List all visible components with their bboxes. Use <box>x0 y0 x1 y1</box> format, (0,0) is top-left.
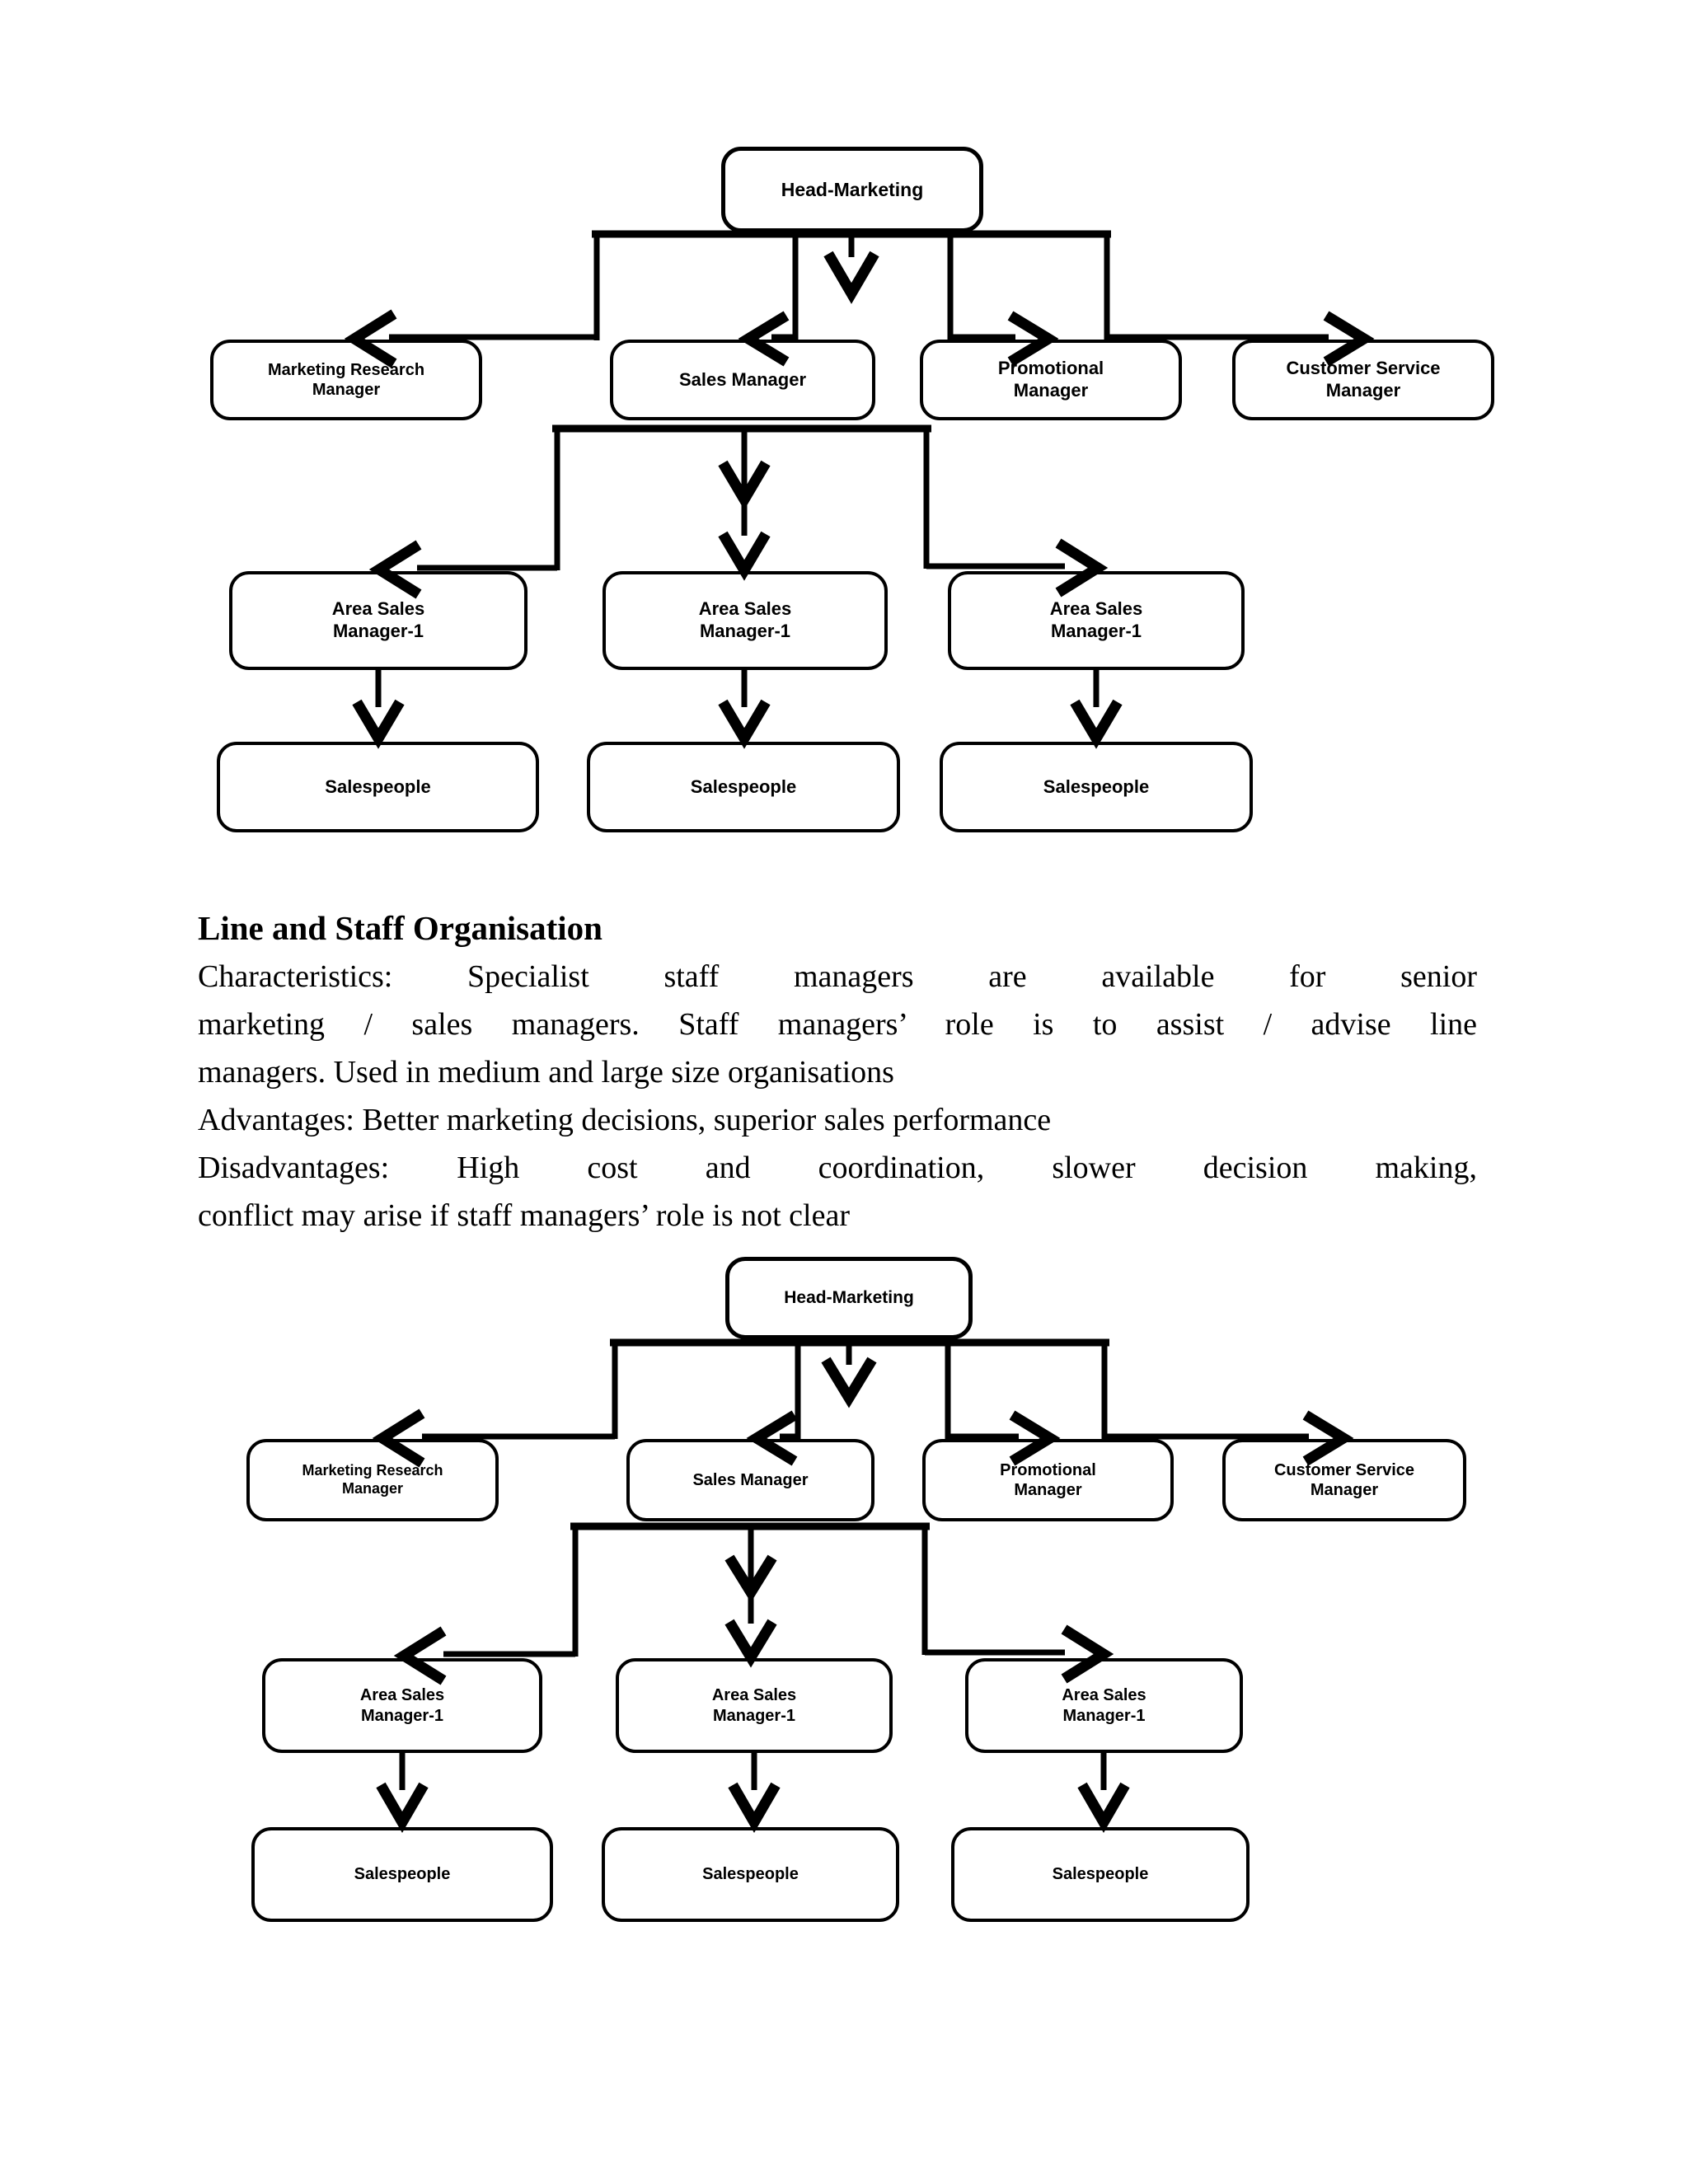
arrow-down-icon <box>376 1782 429 1833</box>
paragraph-line: Characteristics: Specialist staff manage… <box>198 959 1477 994</box>
paragraph-line: managers. Used in medium and large size … <box>198 1055 894 1090</box>
text-section: Line and Staff Organisation Characterist… <box>198 903 1477 1240</box>
paragraph-line: Advantages: Better marketing decisions, … <box>198 1103 1052 1137</box>
node-salespeople-1: Salespeople <box>217 742 539 832</box>
arrow-down-icon <box>728 1782 781 1833</box>
arrow-down-icon <box>718 531 771 581</box>
arrow-down-icon <box>724 1554 777 1603</box>
paragraph-line: marketing / sales managers. Staff manage… <box>198 1007 1477 1042</box>
node-area-sales-manager-3: Area Sales Manager-1 <box>948 571 1245 670</box>
node-area-sales-manager-1: Area Sales Manager-1 <box>229 571 528 670</box>
node-customer-service-manager: Customer Service Manager <box>1232 340 1494 420</box>
node-sales-manager: Sales Manager <box>610 340 875 420</box>
arrow-down-icon <box>718 699 771 749</box>
node-area-sales-manager-2: Area Sales Manager-1 <box>616 1658 893 1753</box>
node-salespeople-2: Salespeople <box>587 742 900 832</box>
arrow-down-icon <box>823 251 879 304</box>
paragraph-line: conflict may arise if staff managers’ ro… <box>198 1198 850 1233</box>
arrow-down-icon <box>352 699 405 749</box>
node-head-marketing: Head-Marketing <box>721 147 983 232</box>
arrow-down-icon <box>821 1357 877 1408</box>
node-area-sales-manager-1: Area Sales Manager-1 <box>262 1658 542 1753</box>
arrow-down-icon <box>724 1619 777 1668</box>
arrow-down-icon <box>718 460 771 510</box>
node-customer-service-manager: Customer Service Manager <box>1222 1439 1466 1521</box>
node-marketing-research-manager: Marketing Research Manager <box>246 1439 499 1521</box>
node-salespeople-3: Salespeople <box>951 1827 1250 1922</box>
node-area-sales-manager-2: Area Sales Manager-1 <box>603 571 888 670</box>
arrow-down-icon <box>1077 1782 1130 1833</box>
node-salespeople-1: Salespeople <box>251 1827 553 1922</box>
node-head-marketing: Head-Marketing <box>725 1257 973 1339</box>
node-promotional-manager: Promotional Manager <box>922 1439 1174 1521</box>
node-sales-manager: Sales Manager <box>626 1439 874 1521</box>
node-salespeople-3: Salespeople <box>940 742 1253 832</box>
node-area-sales-manager-3: Area Sales Manager-1 <box>965 1658 1243 1753</box>
arrow-down-icon <box>1070 699 1123 749</box>
node-salespeople-2: Salespeople <box>602 1827 899 1922</box>
paragraph-line: Disadvantages: High cost and coordinatio… <box>198 1151 1477 1185</box>
section-heading: Line and Staff Organisation <box>198 909 603 947</box>
node-promotional-manager: Promotional Manager <box>920 340 1182 420</box>
node-marketing-research-manager: Marketing Research Manager <box>210 340 482 420</box>
